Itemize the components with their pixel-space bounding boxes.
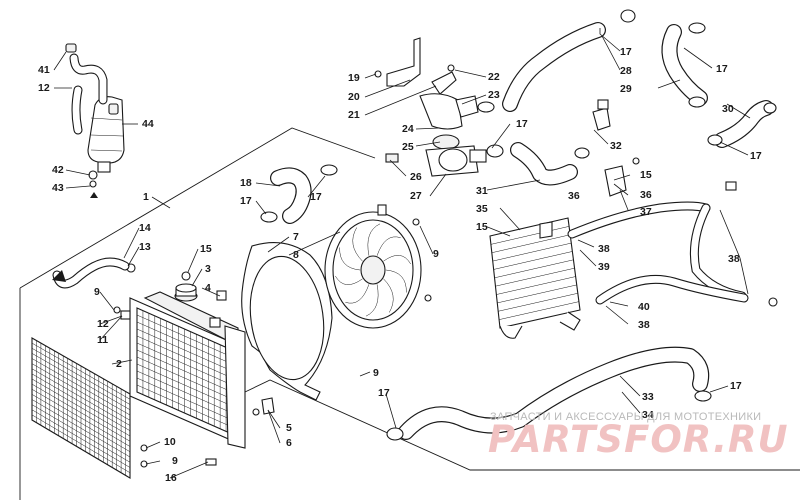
callout-c17a: 17 [378,387,390,399]
callout-c7: 7 [293,231,299,243]
callout-c38a: 38 [598,243,610,255]
callout-c10: 10 [164,436,176,448]
callout-c17c: 17 [310,191,322,203]
callout-c40: 40 [638,301,650,313]
callout-c17b: 17 [240,195,252,207]
callout-c34: 34 [642,409,654,421]
watermark: ЗАПЧАСТИ И АКСЕССУАРЫ ДЛЯ МОТОТЕХНИКИ PA… [488,411,789,461]
callout-c6: 6 [286,437,292,449]
callout-c8: 8 [293,249,299,261]
hose-18 [260,164,338,224]
callout-c26: 26 [410,171,422,183]
hose-33-34 [386,346,712,441]
callout-c33: 33 [642,391,654,403]
radiator-fittings [113,263,275,468]
callout-c23: 23 [488,89,500,101]
callout-c17h: 17 [730,380,742,392]
callout-c20: 20 [348,91,360,103]
callout-c12a: 12 [38,82,50,94]
callout-c19: 19 [348,72,360,84]
callout-labels: 41 12 44 42 43 1 14 13 15 3 4 9 12 11 2 … [38,46,762,484]
callout-c12b: 12 [97,318,109,330]
callout-c15b: 15 [640,169,652,181]
thermostat-housing-23 [419,93,495,150]
callout-c9a: 9 [94,286,100,298]
overflow-hose-14 [52,257,130,289]
bracket-20-21 [374,37,457,95]
fan-assembly-8 [324,204,432,329]
callout-c37: 37 [640,206,652,218]
callout-c21: 21 [348,109,360,121]
hose-30 [707,100,777,148]
radiator-2 [129,291,246,449]
hose-28 [502,9,636,112]
fitting-32 [592,99,611,131]
callout-c5: 5 [286,422,292,434]
oil-lines-39-40 [567,181,778,307]
callout-c2: 2 [116,358,122,370]
callout-c43: 43 [52,182,64,194]
callout-c1: 1 [143,191,149,203]
callout-c9d: 9 [433,248,439,260]
assembly-bracket-1 [19,127,800,500]
callout-c15a: 15 [200,243,212,255]
callout-c27: 27 [410,190,422,202]
oil-cooler-35 [489,217,581,339]
callout-c9b: 9 [172,455,178,467]
callout-c39: 39 [598,261,610,273]
callout-c14: 14 [139,222,151,234]
radiator-cap-3 [174,283,198,302]
watermark-brand: PARTSFOR.RU [488,418,789,461]
callout-c36a: 36 [568,190,580,202]
callout-c3: 3 [205,263,211,275]
callout-c38c: 38 [638,319,650,331]
callout-c4: 4 [205,282,211,294]
callout-c17d: 17 [516,118,528,130]
callout-c44: 44 [142,118,154,130]
callout-c16: 16 [165,472,177,484]
callout-c15c: 15 [476,221,488,233]
callout-c41: 41 [38,64,50,76]
callout-c17f: 17 [716,63,728,75]
callout-c11: 11 [97,334,108,346]
callout-c36b: 36 [640,189,652,201]
callout-c22: 22 [488,71,500,83]
callout-c30: 30 [722,103,734,115]
fitting-42-43 [88,170,98,198]
callout-c18: 18 [240,177,252,189]
callout-c32: 32 [610,140,622,152]
callout-c31: 31 [476,185,488,197]
bracket-37 [604,157,640,197]
callout-c29: 29 [620,83,632,95]
reservoir-hose-12 [69,53,108,135]
hose-31 [486,142,590,186]
callout-c17g: 17 [750,150,762,162]
callout-c28: 28 [620,65,632,77]
leader-lines [53,28,751,479]
callout-c24: 24 [402,123,414,135]
callout-c42: 42 [52,164,64,176]
callout-c38b: 38 [728,253,740,265]
callout-c13: 13 [139,241,151,253]
callout-c9c: 9 [373,367,379,379]
callout-c25: 25 [402,141,414,153]
radiator-screen-10 [31,337,131,479]
coolant-reservoir [87,96,125,173]
callout-c17e: 17 [620,46,632,58]
reservoir-cap-41 [65,43,77,53]
hose-29 [661,22,708,108]
callout-c35: 35 [476,203,488,215]
watermark-caption: ЗАПЧАСТИ И АКСЕССУАРЫ ДЛЯ МОТОТЕХНИКИ [490,411,761,423]
fan-shroud-7 [241,242,333,401]
